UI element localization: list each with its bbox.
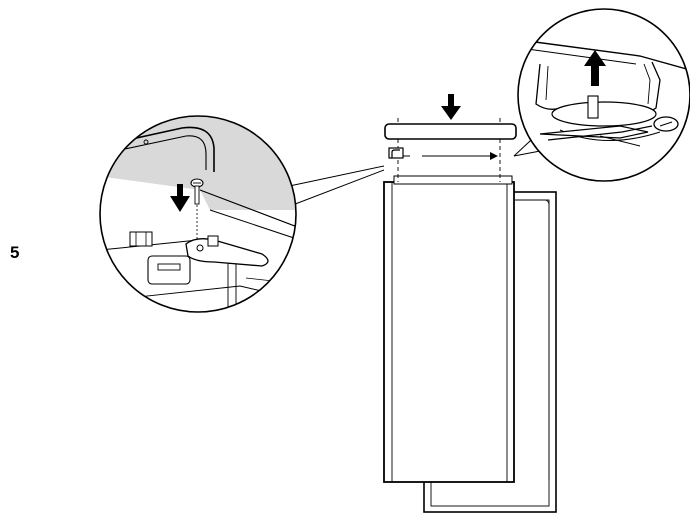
left-detail-circle [99,115,297,313]
arrow-down-icon [441,94,461,120]
arrow-up-icon [584,50,606,86]
screw-icon [190,178,204,205]
step-number: 5 [10,243,20,262]
top-cover-panel [384,123,517,140]
right-detail-circle [517,8,690,182]
left-callout-pointer [279,165,385,207]
scissors-icon [539,116,679,147]
hinge-bracket-icon [388,147,410,159]
arrow-down-icon [170,184,190,212]
slide-direction-arrow [422,152,498,160]
front-door [383,175,515,483]
